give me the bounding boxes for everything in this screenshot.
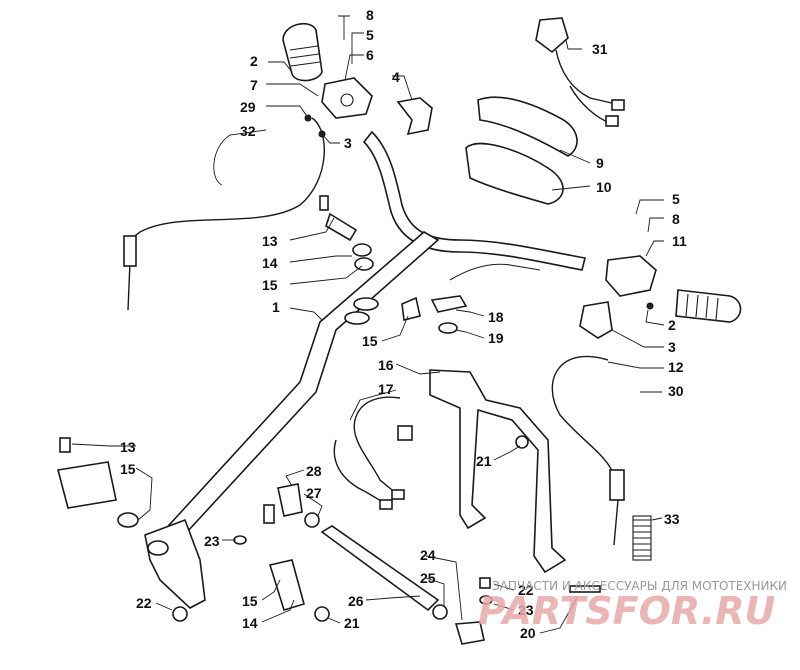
callout-22: 22: [136, 595, 152, 611]
callout-9: 9: [596, 155, 604, 171]
tie-rod-tube: [320, 525, 440, 612]
callout-22b: 22: [518, 582, 534, 598]
callout-labels: 8 5 6 2 4 7 29 32 3 31 9 10 5 8 11 2 3 1…: [120, 7, 687, 641]
kill-switch: [535, 17, 625, 127]
left-grip: [282, 22, 323, 82]
callout-5b: 5: [672, 191, 680, 207]
callout-33: 33: [664, 511, 680, 527]
brake-lever-cover: [579, 301, 613, 339]
callout-1: 1: [272, 299, 280, 315]
callout-11: 11: [672, 233, 687, 249]
callout-24: 24: [420, 547, 436, 563]
callout-23b: 23: [518, 602, 534, 618]
callout-29: 29: [240, 99, 256, 115]
callout-17: 17: [378, 381, 394, 397]
callout-20: 20: [520, 625, 536, 641]
callout-13b: 13: [120, 439, 136, 455]
callout-31: 31: [592, 41, 608, 57]
callout-16: 16: [378, 357, 394, 373]
wiring-harness: [333, 396, 413, 510]
watermark-logo: PARTSFOR.RU: [478, 589, 776, 633]
callout-23: 23: [204, 533, 220, 549]
callout-7: 7: [250, 77, 258, 93]
watermark-tagline: ЗАПЧАСТИ И АКСЕССУАРЫ ДЛЯ МОТОТЕХНИКИ: [492, 579, 787, 593]
callout-13: 13: [262, 233, 278, 249]
callout-19: 19: [488, 330, 504, 346]
watermark: ЗАПЧАСТИ И АКСЕССУАРЫ ДЛЯ МОТОТЕХНИКИ PA…: [478, 579, 787, 633]
callout-28: 28: [306, 463, 322, 479]
spring: [632, 515, 652, 561]
callout-10: 10: [596, 179, 612, 195]
throttle-cover: [396, 97, 433, 136]
callout-8: 8: [366, 7, 374, 23]
steering-post-bracket: [144, 518, 206, 609]
callout-14b: 14: [242, 615, 258, 631]
hardware: [57, 114, 654, 645]
speedometer-cable: [123, 117, 325, 311]
leader-lines: [71, 15, 665, 634]
callout-21b: 21: [344, 615, 360, 631]
callout-15: 15: [262, 277, 278, 293]
callout-6: 6: [366, 47, 374, 63]
callout-15b: 15: [362, 333, 378, 349]
throttle-cable: [551, 355, 625, 546]
callout-12: 12: [668, 359, 684, 375]
right-switch-housing: [605, 255, 657, 297]
callout-26: 26: [348, 593, 364, 609]
right-grip: [675, 289, 742, 323]
callout-18: 18: [488, 309, 504, 325]
callout-2b: 2: [668, 317, 676, 333]
left-throttle-housing: [321, 77, 373, 119]
callout-21: 21: [476, 453, 492, 469]
support-bracket: [429, 369, 567, 574]
callout-25: 25: [420, 570, 436, 586]
callout-3b: 3: [668, 339, 676, 355]
callout-5: 5: [366, 27, 374, 43]
callout-30: 30: [668, 383, 684, 399]
callout-27: 27: [306, 485, 322, 501]
callout-15d: 15: [242, 593, 258, 609]
callout-8b: 8: [672, 211, 680, 227]
choke-spring-assembly: [430, 263, 541, 334]
callout-14: 14: [262, 255, 278, 271]
handlebar-pad: [465, 96, 578, 205]
callout-15c: 15: [120, 461, 136, 477]
callout-32: 32: [240, 123, 256, 139]
callout-3: 3: [344, 135, 352, 151]
callout-4: 4: [392, 69, 400, 85]
callout-2: 2: [250, 53, 258, 69]
